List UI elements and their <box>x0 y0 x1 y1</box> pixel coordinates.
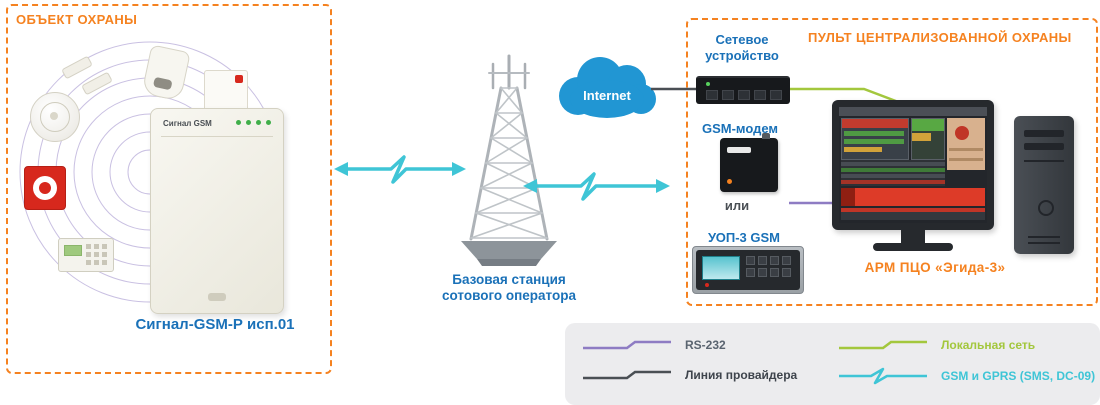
gsm-modem <box>720 133 778 192</box>
monitor-stand-base <box>873 243 953 251</box>
tower-label-line2: сотового оператора <box>441 288 576 303</box>
workstation-label: АРМ ПЦО «Эгида-3» <box>864 260 1006 275</box>
workstation-monitor <box>832 100 994 230</box>
rs232-line-icon <box>583 340 671 350</box>
monitor-screenshot <box>839 107 987 223</box>
object-area-box <box>6 4 332 374</box>
power-button <box>1038 200 1054 216</box>
legend-label-provider: Линия провайдера <box>685 368 798 382</box>
lan-line-icon <box>839 340 927 350</box>
legend-item-provider: Линия провайдера <box>581 367 797 383</box>
or-label: или <box>724 198 750 213</box>
internet-cloud-shape <box>559 57 656 118</box>
legend-item-gsm: GSM и GPRS (SMS, DC-09) <box>837 367 1095 385</box>
gsm-modem-label: GSM-модем <box>701 121 779 136</box>
pco-area-box <box>686 18 1098 306</box>
pc-tower <box>1014 116 1074 254</box>
provider-line-icon <box>583 370 671 380</box>
tower-label-line1: Базовая станция <box>452 272 566 287</box>
smoke-detector <box>30 92 80 142</box>
gsm-arrow-left <box>334 155 466 184</box>
uop-label: УОП-3 GSM <box>707 230 780 245</box>
switch-led <box>706 82 710 86</box>
legend-item-rs232: RS-232 <box>581 337 726 353</box>
legend-label-rs232: RS-232 <box>685 338 726 352</box>
panic-button <box>24 166 66 210</box>
network-device-label-line2: устройство <box>705 48 779 63</box>
pco-area-title: ПУЛЬТ ЦЕНТРАЛИЗОВАННОЙ ОХРАНЫ <box>808 30 1072 45</box>
control-panel-label: Сигнал-GSM-Р исп.01 <box>135 316 295 333</box>
legend-item-lan: Локальная сеть <box>837 337 1035 353</box>
cell-tower <box>461 54 557 266</box>
internet-label: Internet <box>583 88 631 103</box>
legend-label-lan: Локальная сеть <box>941 338 1036 352</box>
legend: RS-232 Линия провайдера Локальная сеть G… <box>565 323 1100 405</box>
uop-display <box>702 256 740 280</box>
lan-line <box>790 87 902 105</box>
network-switch <box>696 76 790 104</box>
panel-led-row <box>236 120 271 125</box>
keypad <box>58 238 114 272</box>
monitor-stand-neck <box>901 230 925 244</box>
gsm-zigzag-icon <box>839 367 927 385</box>
control-panel-brand: Сигнал GSM <box>163 119 212 128</box>
object-area-title: ОБЪЕКТ ОХРАНЫ <box>16 12 138 27</box>
gsm-arrow-right <box>523 172 670 201</box>
uop-3-gsm-device <box>692 246 804 294</box>
uop-led <box>705 283 709 287</box>
control-panel: Сигнал GSM <box>150 108 284 314</box>
legend-label-gsm: GSM и GPRS (SMS, DC-09) <box>941 369 1096 383</box>
network-device-label-line1: Сетевое <box>715 32 769 47</box>
